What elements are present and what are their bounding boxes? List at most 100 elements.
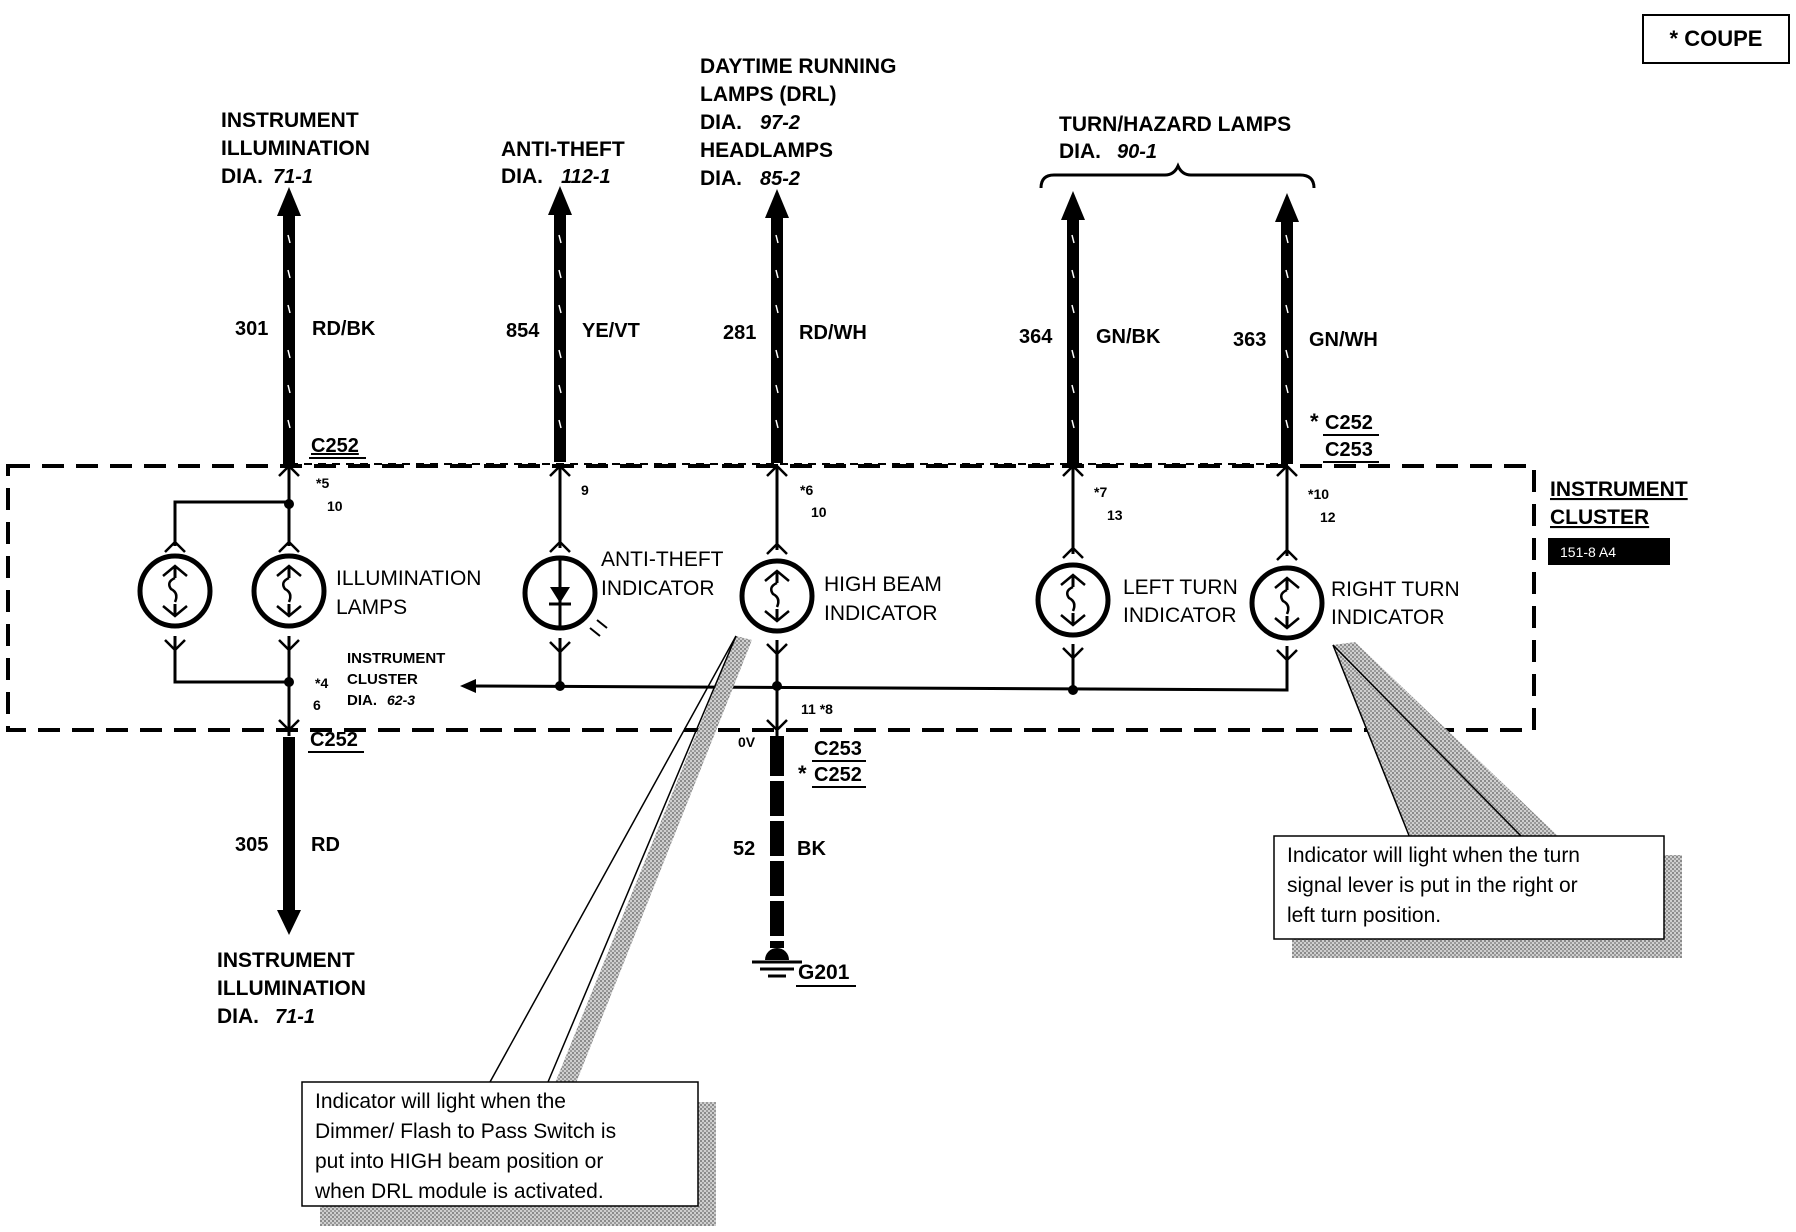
dest-antitheft-ref[interactable]: 112-1 <box>561 166 611 188</box>
wire-364[interactable]: 364 GN/BK <box>1019 191 1161 464</box>
wire-854-color: YE/VT <box>582 320 640 342</box>
left-turn-lamp[interactable] <box>1035 562 1111 638</box>
dest-drl-ref1[interactable]: 97-2 <box>760 112 800 134</box>
dest-drl-l3: HEADLAMPS <box>700 139 833 162</box>
cluster-ref-dia: DIA. <box>347 692 377 709</box>
ground-icon <box>765 948 789 960</box>
pin-6: *6 <box>800 482 813 498</box>
dest-turn-l1: TURN/HAZARD LAMPS <box>1059 113 1291 136</box>
pin-4: *4 <box>315 675 328 691</box>
wire-854-number: 854 <box>506 320 540 342</box>
arrow-up-icon <box>1061 191 1085 220</box>
pin-10: 10 <box>327 498 343 514</box>
dest-antitheft-dia: DIA. <box>501 165 543 188</box>
turn-note-l1: Indicator will light when the turn <box>1287 844 1580 867</box>
dest-illum-bottom: INSTRUMENT ILLUMINATION DIA. 71-1 <box>217 949 366 1028</box>
leftturn-ind-l1: LEFT TURN <box>1123 576 1238 599</box>
cluster-ref-l2: CLUSTER <box>347 671 418 688</box>
high-beam-lamp[interactable] <box>739 558 815 634</box>
zero-volt-label: 0V <box>738 734 756 750</box>
dest-illum-top: INSTRUMENT ILLUMINATION DIA. 71-1 <box>221 109 370 188</box>
wire-854[interactable]: 854 YE/VT <box>506 186 640 462</box>
right-turn-lamp[interactable] <box>1249 565 1325 641</box>
wire-281[interactable]: 281 RD/WH <box>723 189 867 463</box>
wire-305[interactable]: 305 RD <box>235 737 340 935</box>
turn-note-l2: signal lever is put in the right or <box>1287 874 1578 897</box>
cluster-ref-num[interactable]: 62-3 <box>387 692 415 708</box>
dest-turn-ref[interactable]: 90-1 <box>1117 141 1157 163</box>
arrow-down-icon <box>277 910 301 935</box>
dest-drl-dia1: DIA. <box>700 111 742 134</box>
pin-5: *5 <box>316 475 329 491</box>
arrow-up-icon <box>765 189 789 218</box>
dest-turn-hazard: TURN/HAZARD LAMPS DIA. 90-1 <box>1039 113 1316 189</box>
wire-364-color: GN/BK <box>1096 326 1161 348</box>
cluster-ref-badge-text: 151-8 A4 <box>1560 544 1616 560</box>
dest-drl-dia2: DIA. <box>700 167 742 190</box>
led-diode-icon <box>550 587 570 603</box>
dest-illum-bottom-l2: ILLUMINATION <box>217 977 366 1000</box>
arrow-up-icon <box>277 187 301 216</box>
dest-illum-top-l1: INSTRUMENT <box>221 109 359 132</box>
ground-connector[interactable]: 0V C253 * C252 <box>738 734 866 788</box>
instrument-cluster-label: INSTRUMENT CLUSTER 151-8 A4 <box>1548 478 1688 565</box>
filament-icon <box>1279 588 1290 615</box>
callout-highbeam-note: Indicator will light when the Dimmer/ Fl… <box>301 635 752 1226</box>
pin-11-8: 11 *8 <box>801 701 833 717</box>
arrow-left-icon <box>460 679 476 693</box>
rightturn-ind-l1: RIGHT TURN <box>1331 578 1460 601</box>
pin-13: 13 <box>1107 507 1123 523</box>
pin-chevrons <box>164 464 1298 732</box>
pin-6b: 6 <box>313 697 321 713</box>
callout-turn-note: Indicator will light when the turn signa… <box>1273 642 1682 958</box>
dest-turn-dia: DIA. <box>1059 140 1101 163</box>
dest-illum-top-ref[interactable]: 71-1 <box>273 166 313 188</box>
dest-illum-top-dia: DIA. <box>221 165 263 188</box>
junction-dots <box>284 499 1078 695</box>
turn-note-l3: left turn position. <box>1287 904 1441 927</box>
dest-antitheft: ANTI-THEFT DIA. 112-1 <box>501 138 625 188</box>
wire-301-number: 301 <box>235 318 268 340</box>
wire-slash-marks <box>287 234 1289 429</box>
dest-drl-l1: DAYTIME RUNNING <box>700 55 896 78</box>
cluster-label-l1: INSTRUMENT <box>1550 478 1688 501</box>
coupe-legend-text: * COUPE <box>1670 26 1763 51</box>
antitheft-ind-l2: INDICATOR <box>601 577 715 600</box>
dest-drl-ref2[interactable]: 85-2 <box>760 168 800 190</box>
wire-301[interactable]: 301 RD/BK <box>235 187 376 464</box>
cluster-ref-badge[interactable] <box>1548 538 1670 565</box>
filament-icon <box>1065 585 1076 612</box>
pin-9: 9 <box>581 482 589 498</box>
wire-363-color: GN/WH <box>1309 329 1378 351</box>
highbeam-note-l4: when DRL module is activated. <box>314 1180 604 1203</box>
ground-g201[interactable]: G201 <box>752 948 856 987</box>
filament-icon <box>769 581 780 608</box>
wire-363[interactable]: 363 GN/WH <box>1233 193 1378 464</box>
coupe-legend: * COUPE <box>1642 14 1790 64</box>
rightturn-ind-l2: INDICATOR <box>1331 606 1445 629</box>
wire-363-number: 363 <box>1233 329 1266 351</box>
connector-c252-bottom[interactable]: C252 <box>308 729 364 753</box>
illumination-lamp-1[interactable] <box>137 553 213 629</box>
illumination-lamp-2[interactable] <box>251 553 327 629</box>
c252-top-label: C252 <box>311 435 359 457</box>
connector-c252-c253-right[interactable]: * C252 C253 <box>1310 409 1379 463</box>
pin-12: 12 <box>1320 509 1336 525</box>
highbeam-note-l1: Indicator will light when the <box>315 1090 566 1113</box>
dest-illum-bottom-ref[interactable]: 71-1 <box>275 1006 315 1028</box>
g201-label: G201 <box>798 961 850 984</box>
c252-right-star: * <box>1310 409 1319 434</box>
connector-c252-top[interactable]: C252 <box>309 435 366 459</box>
wire-281-color: RD/WH <box>799 322 867 344</box>
c252-ground-label: C252 <box>814 764 862 786</box>
component-labels: ILLUMINATION LAMPS ANTI-THEFT INDICATOR … <box>336 548 1460 709</box>
antitheft-led[interactable] <box>522 555 608 637</box>
illum-lamps-l1: ILLUMINATION <box>336 567 481 590</box>
pin-numbers: *5 10 9 *6 10 *7 13 *10 12 *4 6 11 *8 <box>313 475 1336 717</box>
c253-ground-label: C253 <box>814 738 862 760</box>
wire-52[interactable]: 52 BK <box>733 736 826 948</box>
instrument-cluster-outline <box>6 464 1536 732</box>
dest-drl-l2: LAMPS (DRL) <box>700 83 836 106</box>
highbeam-ind-l2: INDICATOR <box>824 602 938 625</box>
